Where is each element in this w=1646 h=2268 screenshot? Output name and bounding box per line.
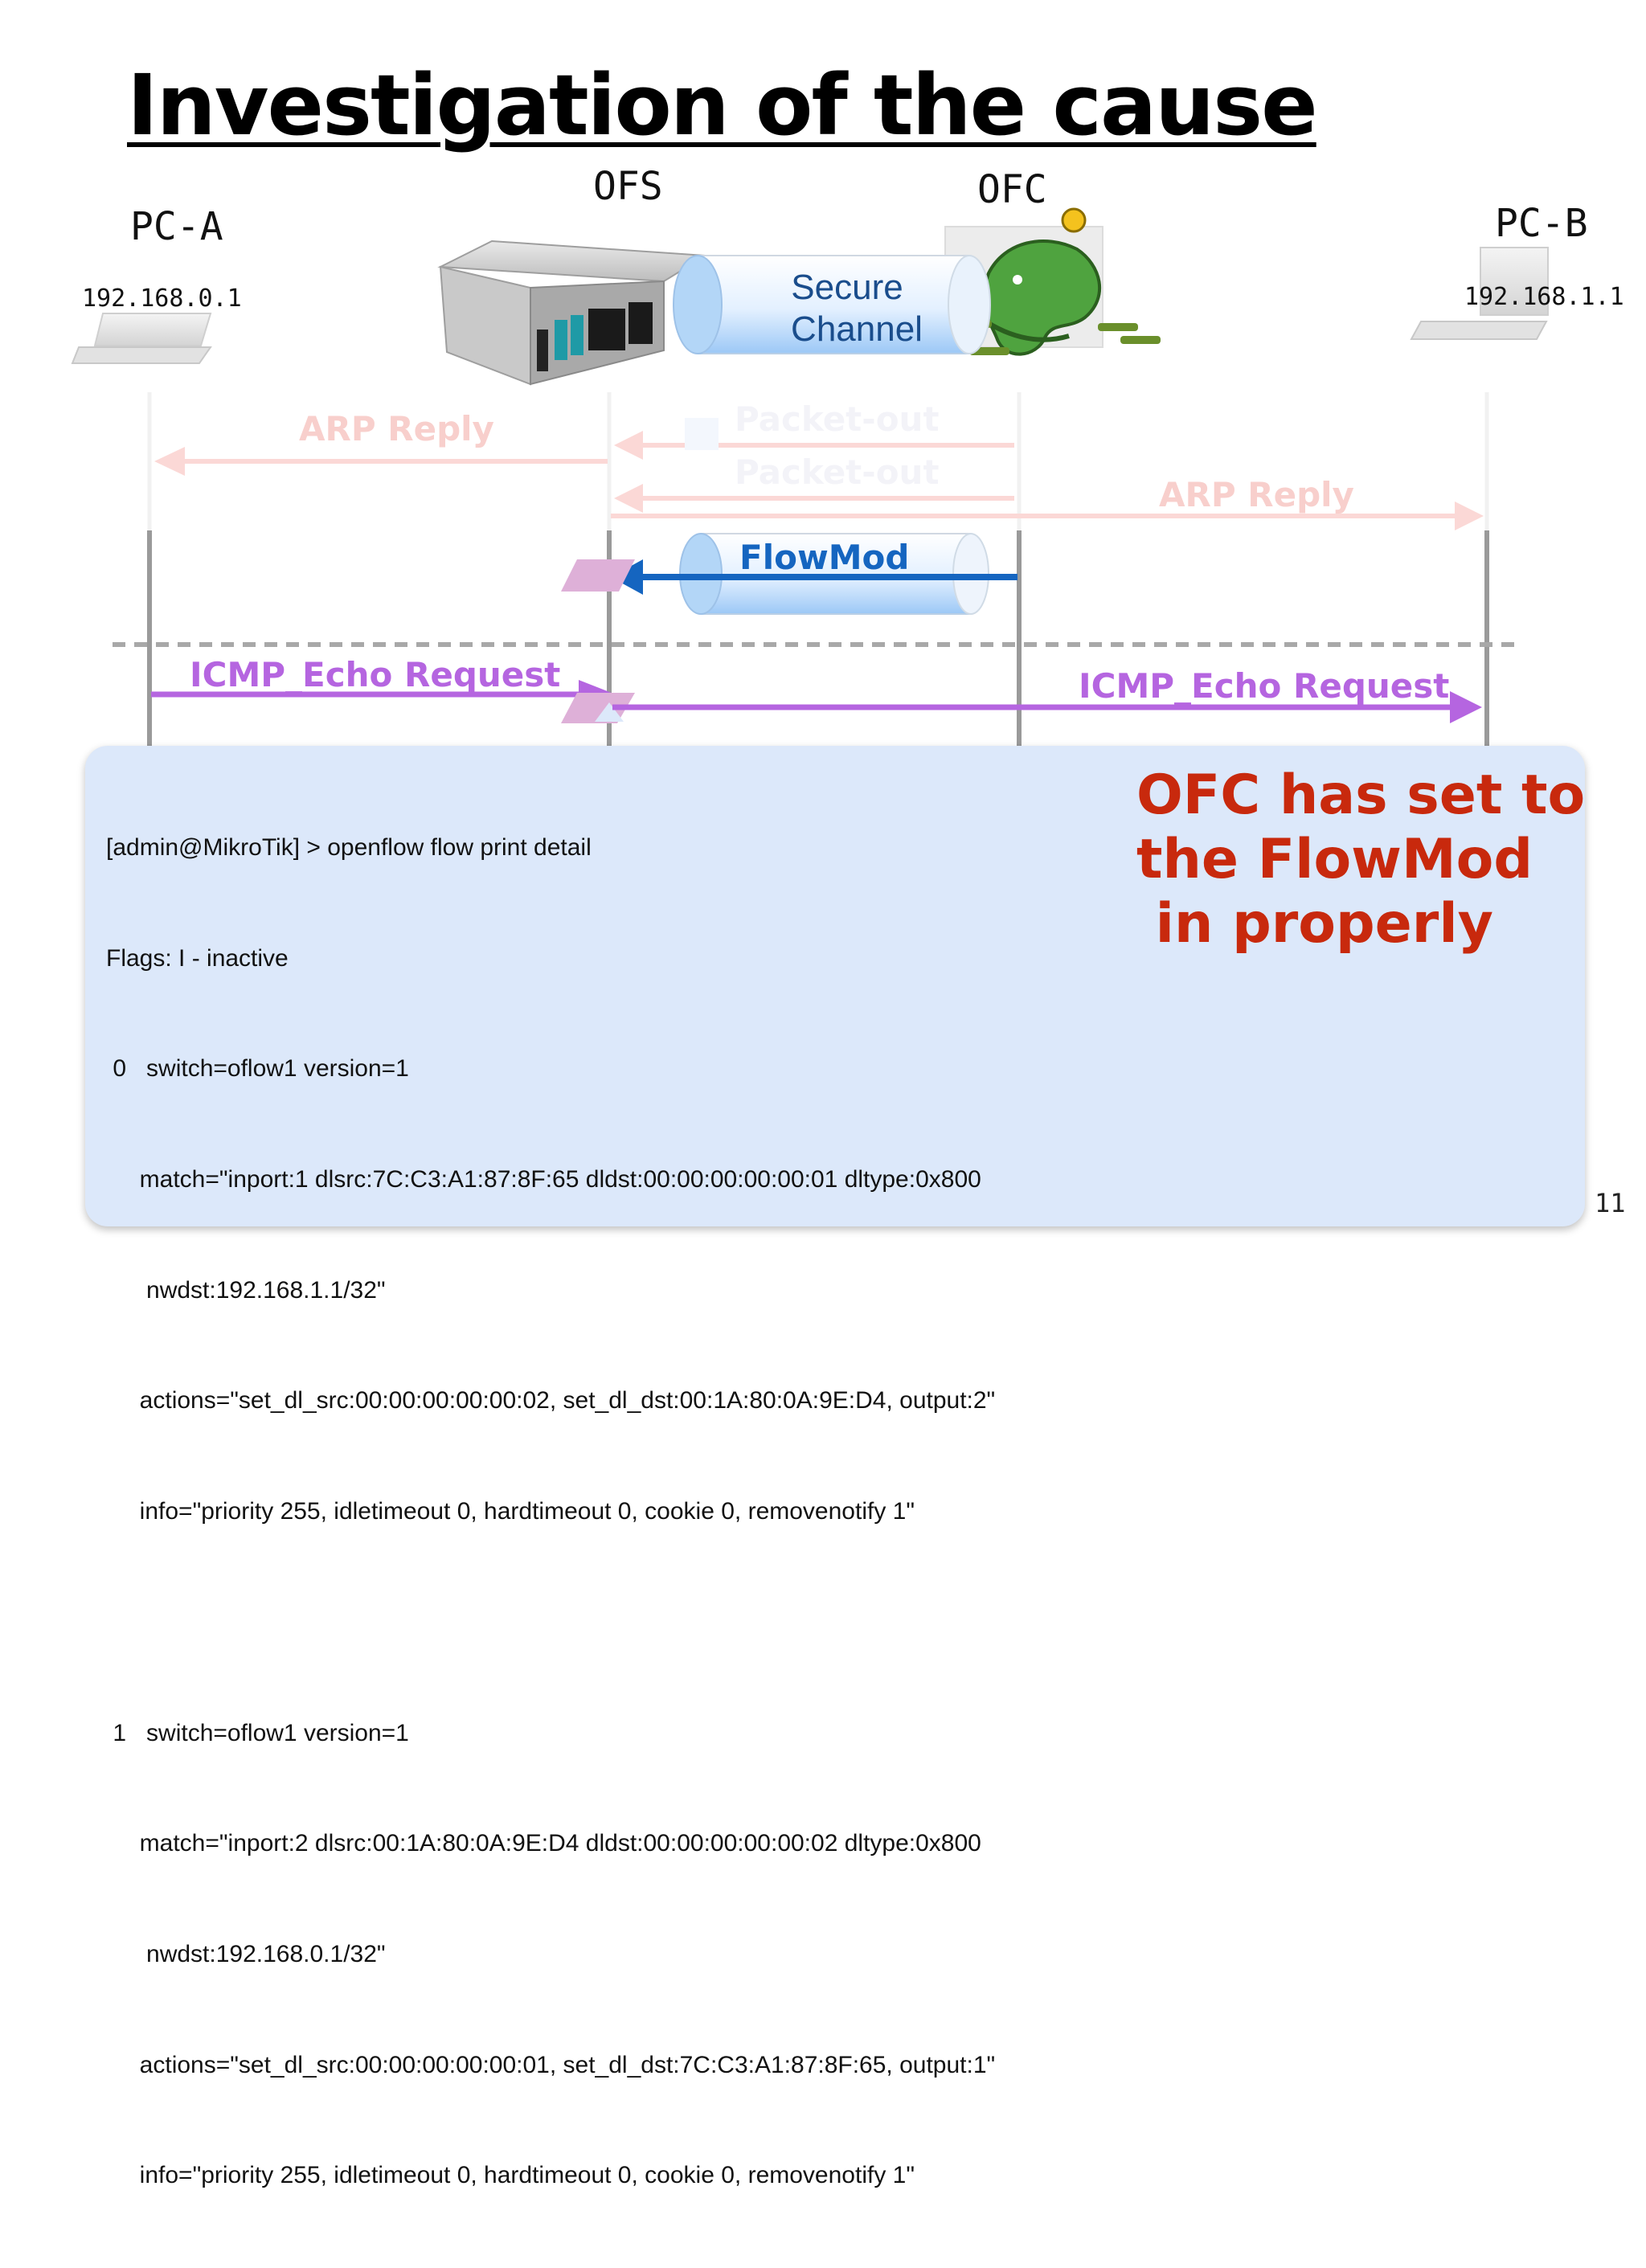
- page-number: 11: [1595, 1188, 1626, 1218]
- faded-arp-reply-left-arrow: [154, 447, 608, 476]
- conclusion-note: OFC has set to the FlowMod in properly: [1136, 764, 1586, 956]
- terminal-line: info="priority 255, idletimeout 0, hardt…: [106, 1498, 915, 1525]
- terminal-line: nwdst:192.168.0.1/32": [106, 1941, 386, 1967]
- slide: Investigation of the cause: [71, 56, 1626, 2188]
- terminal-line: actions="set_dl_src:00:00:00:00:00:02, s…: [106, 1387, 996, 1414]
- sequence-diagram: ARP Reply Packet-out Packet-out ARP Repl…: [71, 207, 1549, 746]
- node-pc-b-ip: 192.168.1.1: [1464, 283, 1624, 311]
- icmp-left-label: ICMP_Echo Request: [190, 655, 560, 694]
- terminal-line: [106, 1604, 995, 1641]
- icmp-right-label: ICMP_Echo Request: [1079, 666, 1449, 706]
- faded-packet-out-arrow-2: [614, 484, 1014, 513]
- faded-lifelines: [147, 392, 1489, 530]
- node-ofs-name: OFS: [593, 164, 663, 209]
- terminal-line: Flags: I - inactive: [106, 944, 289, 972]
- flowmod-label: FlowMod: [739, 538, 909, 577]
- terminal-output: [admin@MikroTik] > openflow flow print d…: [106, 755, 995, 2268]
- terminal-line: 0 switch=oflow1 version=1: [106, 1055, 409, 1083]
- packet-out-1-label: Packet-out: [735, 399, 940, 439]
- laptop-icon-pc-a: [71, 313, 212, 364]
- secure-channel-cylinder: [673, 255, 991, 354]
- arp-reply-right-label: ARP Reply: [1159, 475, 1354, 514]
- slide-title: Investigation of the cause: [127, 56, 1318, 154]
- arp-reply-left-label: ARP Reply: [299, 409, 494, 448]
- packet-out-2-label: Packet-out: [735, 452, 940, 492]
- terminal-line: nwdst:192.168.1.1/32": [106, 1276, 386, 1304]
- terminal-line: [admin@MikroTik] > openflow flow print d…: [106, 833, 592, 861]
- laptop-icon-pc-b: [1410, 247, 1549, 340]
- secure-channel-label-line2: Channel: [791, 309, 923, 349]
- terminal-line: match="inport:2 dlsrc:00:1A:80:0A:9E:D4 …: [106, 1830, 981, 1857]
- node-pc-a-name: PC-A: [130, 204, 223, 249]
- terminal-line: match="inport:1 dlsrc:7C:C3:A1:87:8F:65 …: [106, 1165, 981, 1193]
- callout-pointer: [595, 702, 624, 722]
- terminal-line: actions="set_dl_src:00:00:00:00:00:01, s…: [106, 2051, 996, 2078]
- terminal-output-panel: [admin@MikroTik] > openflow flow print d…: [85, 746, 1586, 2188]
- faded-cylinder-trace: [685, 418, 719, 450]
- node-pc-a-ip: 192.168.0.1: [82, 285, 242, 313]
- node-ofc-name: OFC: [977, 167, 1047, 212]
- secure-channel-label-line1: Secure: [791, 268, 903, 307]
- flow-entry-marker-top: [561, 559, 635, 592]
- icmp-echo-request-right-arrow: [612, 691, 1482, 723]
- faded-arp-reply-right-arrow: [611, 501, 1484, 530]
- terminal-line: info="priority 255, idletimeout 0, hardt…: [106, 2162, 915, 2189]
- node-pc-b-name: PC-B: [1495, 201, 1588, 246]
- openflow-switch-icon: [437, 239, 709, 386]
- flowmod-arrow: [611, 559, 1017, 595]
- terminal-line: 1 switch=oflow1 version=1: [106, 1719, 409, 1746]
